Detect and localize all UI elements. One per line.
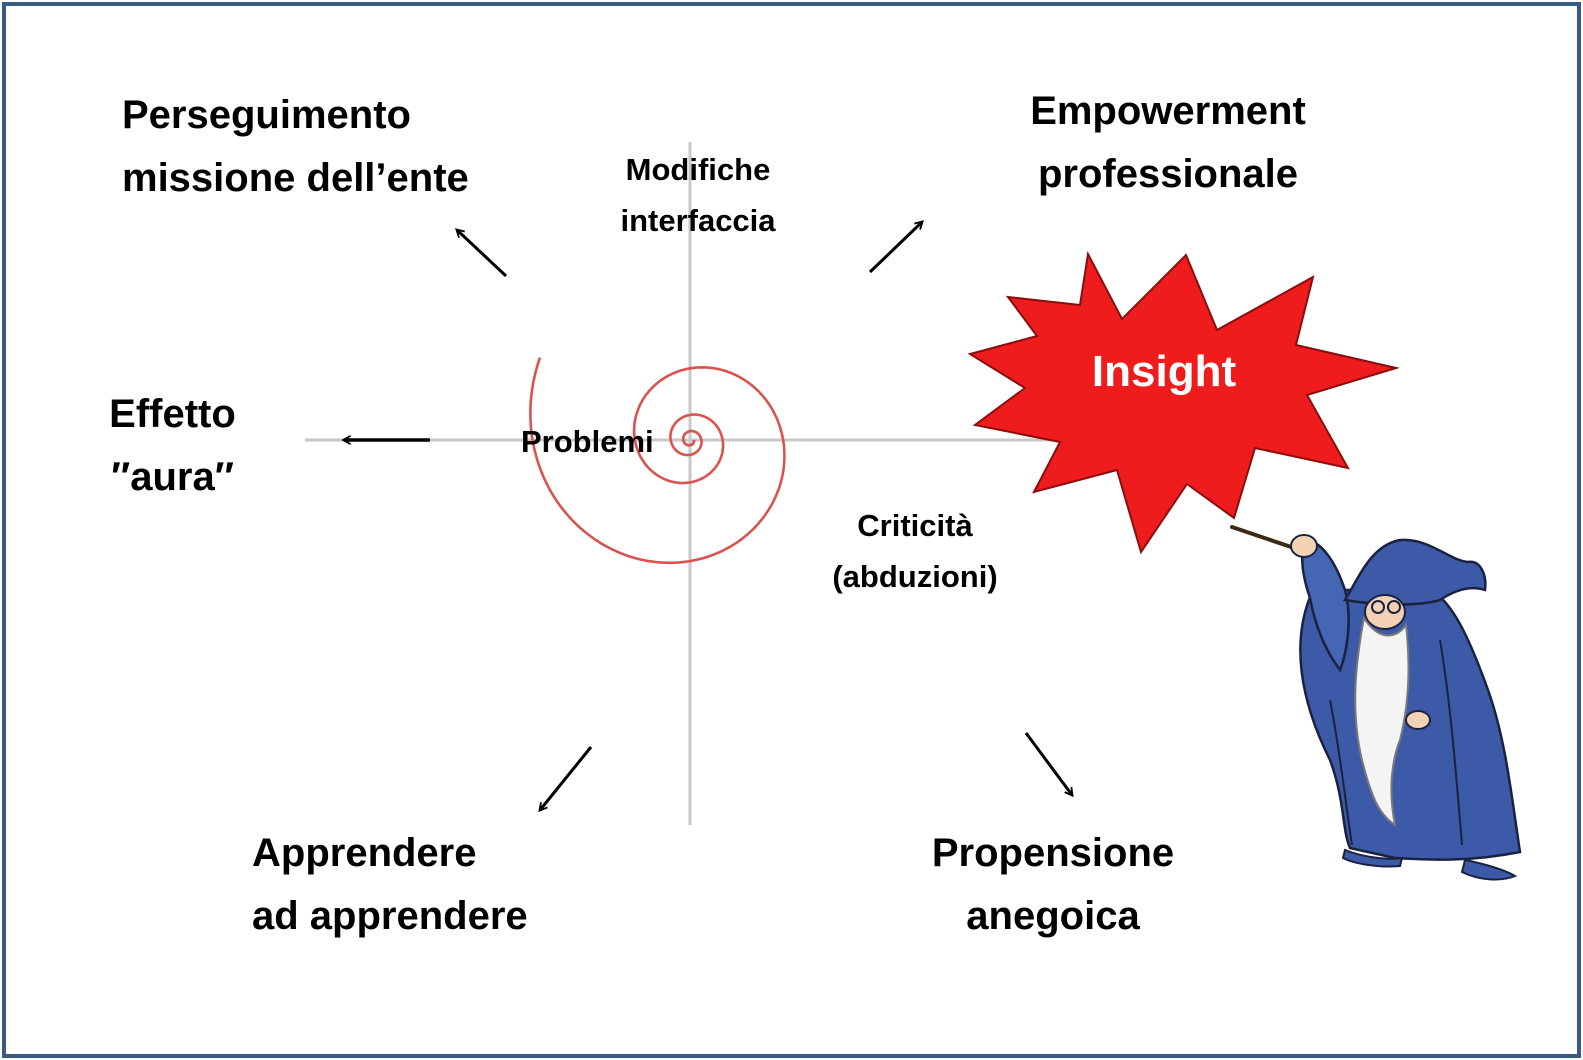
outcome-perseguimento-missione: Perseguimento missione dell’ente	[122, 84, 469, 210]
label-line: professionale	[1037, 152, 1299, 196]
label-line: Modifiche	[625, 152, 771, 187]
label-line: anegoica	[966, 894, 1140, 938]
label-line: Propensione	[931, 831, 1175, 875]
label-line: interfaccia	[620, 203, 776, 238]
label-line: (abduzioni)	[832, 559, 998, 594]
arrow-icon	[868, 222, 922, 274]
arrow-icon	[1024, 732, 1072, 795]
starburst-icon	[967, 250, 1400, 555]
label-line: Problemi	[521, 424, 654, 459]
outcome-apprendere-ad-apprendere: Apprendere ad apprendere	[252, 822, 528, 948]
label-line: Empowerment	[1030, 89, 1306, 133]
arrow-icon	[540, 746, 593, 810]
wizard-illustration	[1230, 525, 1522, 881]
label-line: Effetto	[109, 392, 236, 436]
label-line: ad apprendere	[252, 894, 528, 938]
insight-label: Insight	[1092, 347, 1237, 396]
label-line: Perseguimento	[122, 93, 411, 137]
label-line: ′′aura′′	[111, 455, 234, 499]
label-problemi: Problemi	[521, 416, 654, 467]
outcome-empowerment-professionale: Empowerment professionale	[998, 80, 1338, 206]
outcome-effetto-aura: Effetto ′′aura′′	[80, 383, 265, 509]
label-line: Criticità	[857, 508, 973, 543]
label-line: missione dell’ente	[122, 156, 469, 200]
spiral-curve	[529, 357, 786, 565]
outcome-propensione-anegoica: Propensione anegoica	[905, 822, 1201, 948]
label-criticita-abduzioni: Criticità (abduzioni)	[810, 500, 1020, 602]
arrow-icon	[457, 230, 508, 278]
label-modifiche-interfaccia: Modifiche interfaccia	[598, 144, 798, 246]
label-line: Apprendere	[252, 831, 477, 875]
